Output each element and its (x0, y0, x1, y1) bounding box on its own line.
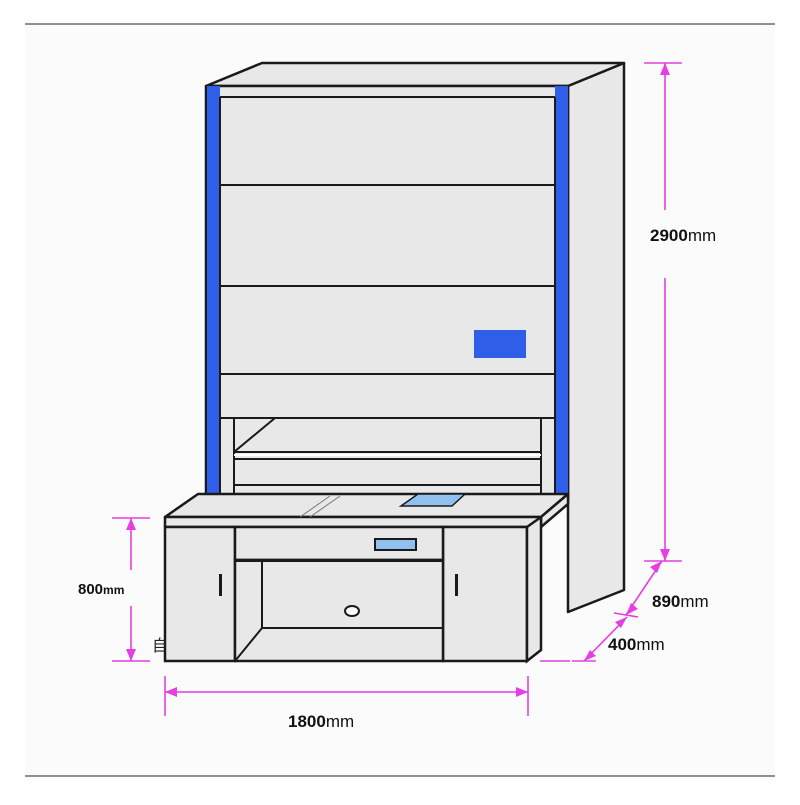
height-value: 2900 (650, 226, 688, 245)
depth-cabinet-unit: mm (636, 635, 665, 654)
depth-total-arrow-top (650, 561, 662, 573)
width-arrow-left (165, 687, 177, 697)
desk-top-surface (163, 492, 570, 519)
depth-total-value: 890 (652, 592, 681, 611)
recess-back-wall (261, 560, 444, 629)
desk-height-value: 800 (78, 581, 104, 598)
width-dimension-label: 1800mm (288, 713, 354, 730)
recess-floor-edge (234, 627, 263, 662)
desk-height-arrow-top (126, 518, 136, 530)
desk-height-unit: mm (103, 583, 125, 597)
depth-cabinet-value: 400 (608, 635, 637, 654)
opening-perspective-line (233, 417, 276, 453)
depth-cabinet-dimension-label: 400mm (608, 636, 665, 653)
height-arrow-bottom (660, 549, 670, 561)
right-door-handle (455, 574, 458, 596)
cabinet-top-face (204, 61, 626, 88)
left-door-handle (219, 574, 222, 596)
side-text-fragment: 自 (152, 638, 169, 655)
width-value: 1800 (288, 712, 326, 731)
depth-total-unit: mm (680, 592, 709, 611)
drawer-handle (374, 538, 417, 551)
depth-total-arrow-bottom (626, 603, 638, 615)
center-recess (233, 558, 445, 663)
width-arrow-right (516, 687, 528, 697)
height-dimension-label: 2900mm (650, 227, 716, 244)
desk-height-arrow-bottom (126, 649, 136, 661)
right-blue-strip (555, 86, 568, 494)
control-display-panel (474, 330, 526, 358)
cabinet-front-face (204, 84, 570, 503)
depth-cabinet-arrow-bottom (584, 650, 596, 661)
desk-front-edge (163, 515, 543, 529)
left-blue-strip (207, 86, 220, 494)
depth-total-dimension-label: 890mm (652, 593, 709, 610)
cabinet-side-panel (566, 61, 626, 614)
depth-cabinet-arrow-top (615, 617, 627, 628)
height-arrow-top (660, 63, 670, 75)
width-unit: mm (325, 712, 355, 731)
desk-surface-line-2 (309, 495, 341, 518)
left-cabinet-door (163, 525, 237, 663)
desk-body-side (525, 514, 543, 664)
recess-knob (344, 605, 360, 617)
height-unit: mm (687, 226, 717, 245)
desk-tray (398, 493, 467, 507)
desk-surface-line-1 (299, 495, 331, 518)
desk-height-dimension-label: 800mm (78, 582, 124, 597)
